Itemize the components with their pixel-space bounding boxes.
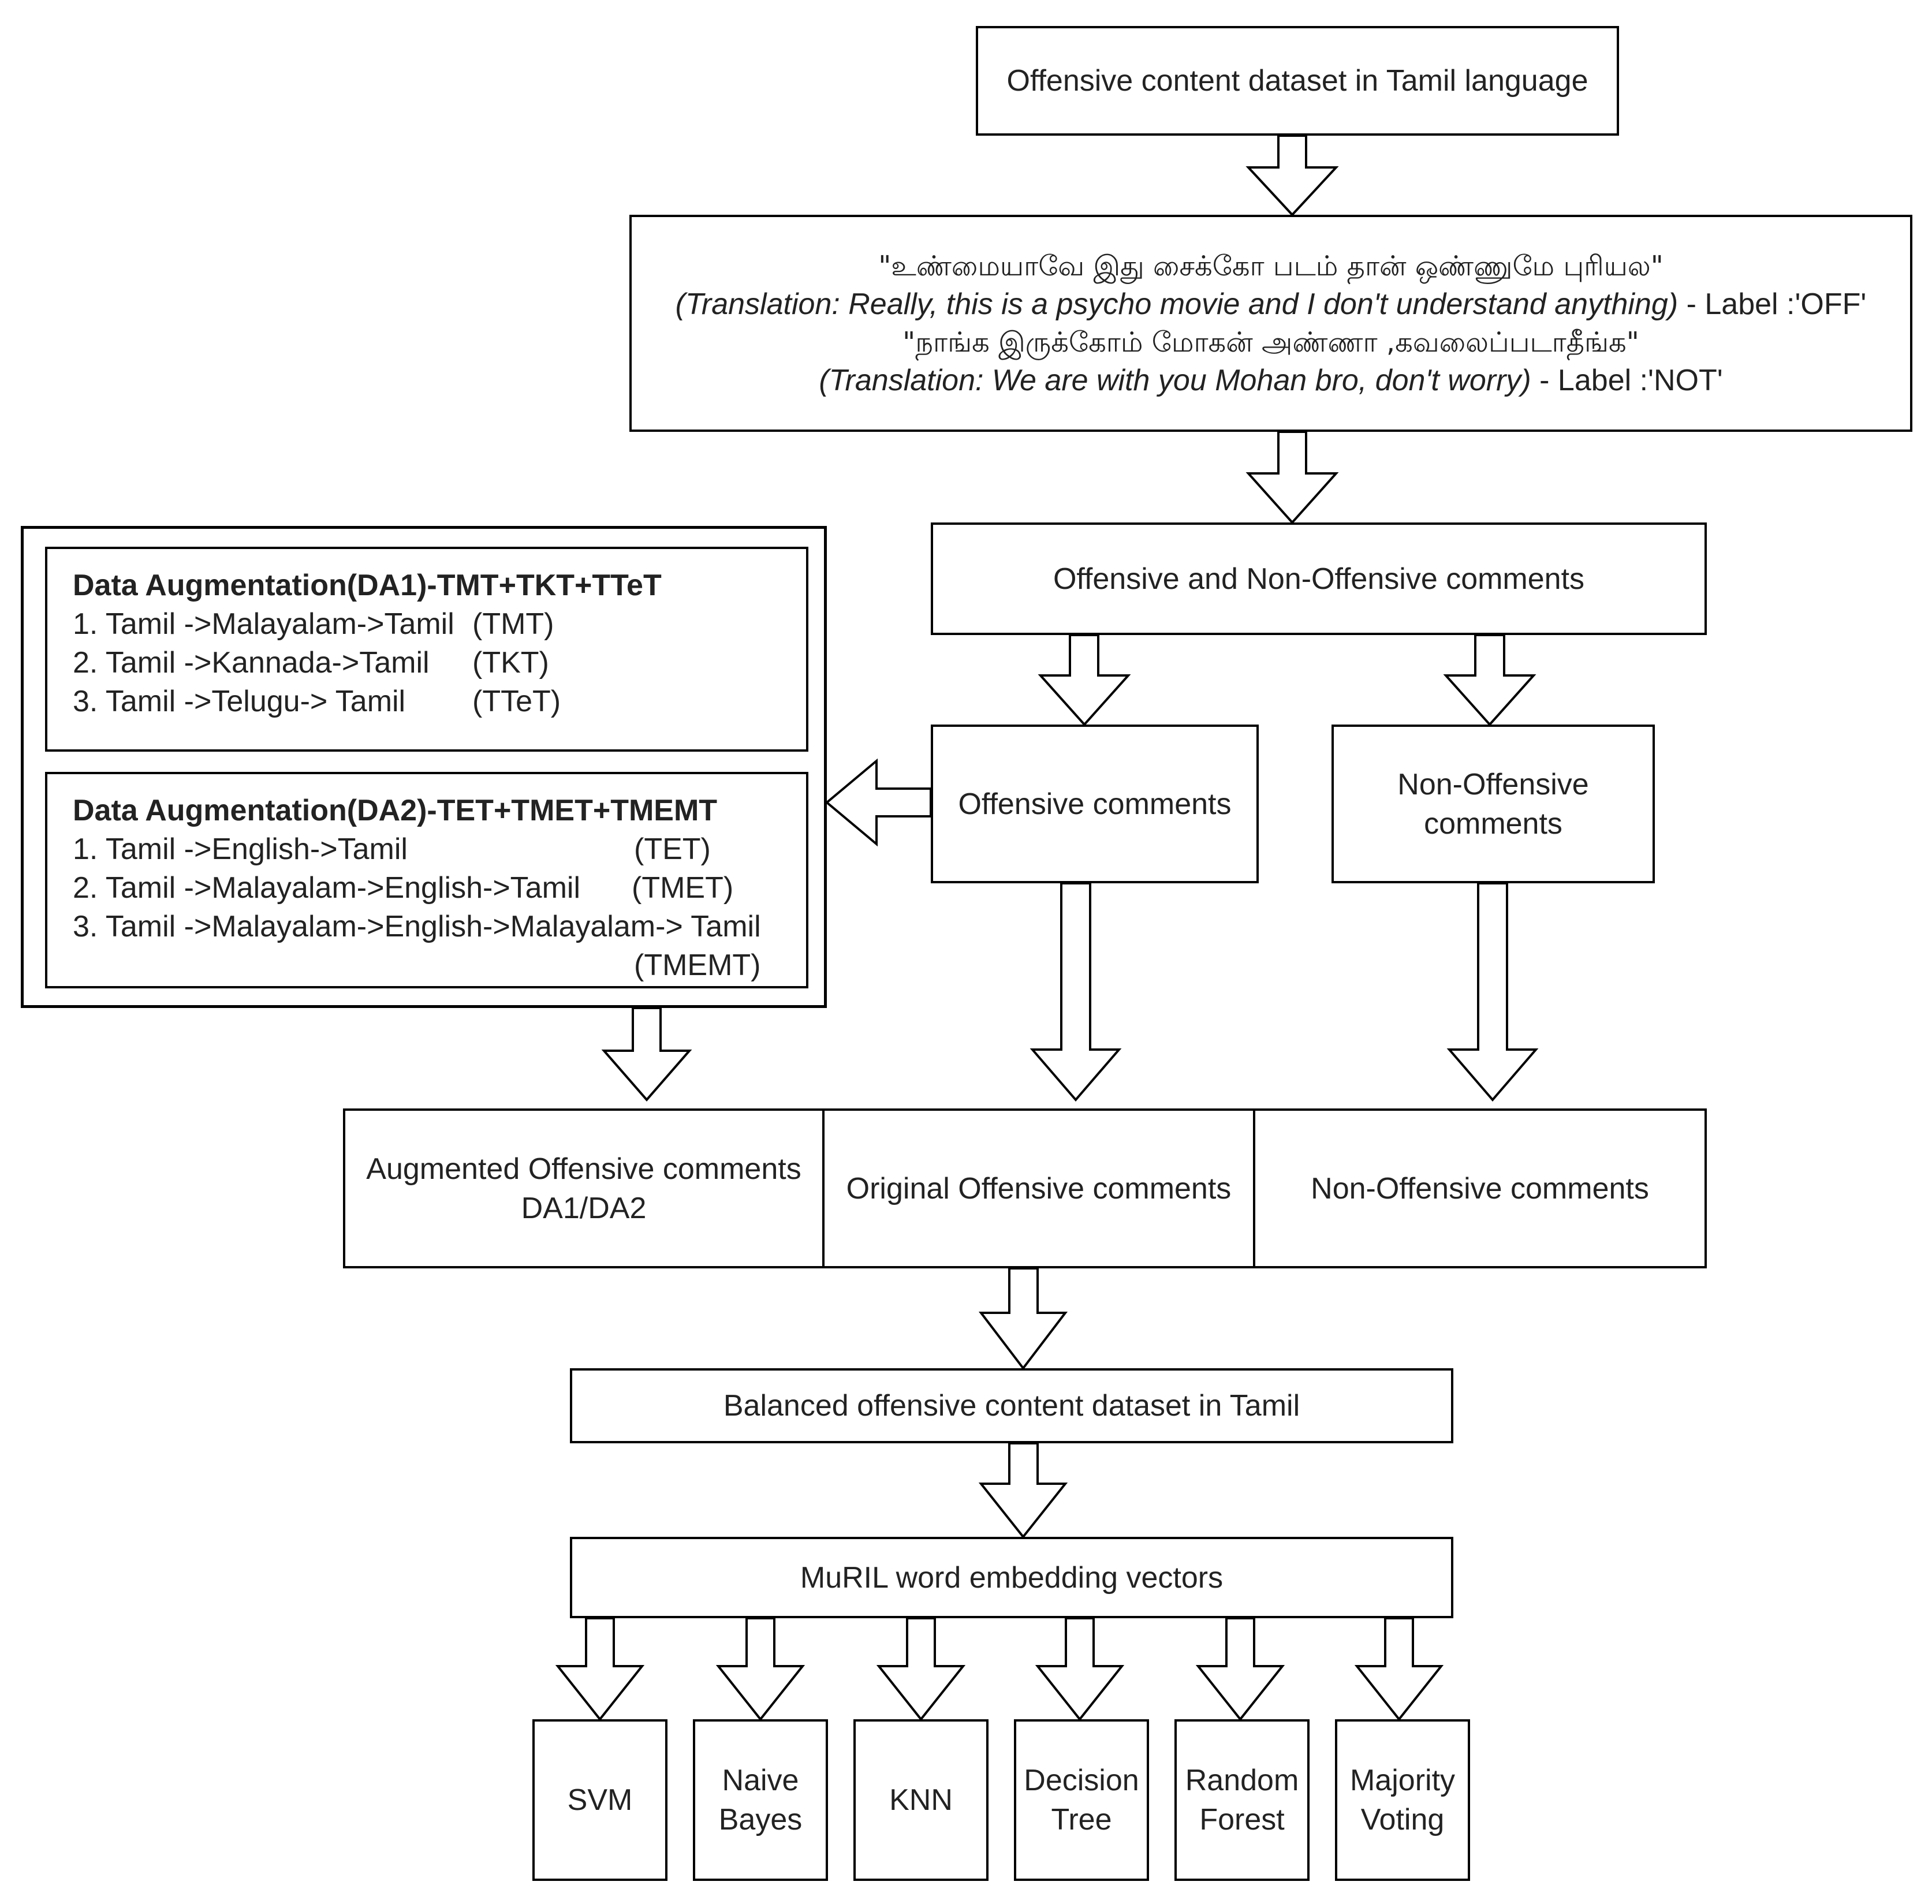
- split-box-label: Offensive and Non-Offensive comments: [1053, 562, 1585, 596]
- da2-item-2: 2. Tamil ->Malayalam->English->Tamil (TME…: [73, 869, 806, 908]
- classifier-svm-label: SVM: [567, 1783, 633, 1817]
- da1-item-1-code: (TMT): [472, 607, 554, 641]
- offensive-and-non-offensive-box: Offensive and Non-Offensive comments: [931, 522, 1707, 635]
- da1-item-2-code: (TKT): [472, 646, 549, 680]
- classifier-decision-tree-line-2: Tree: [1051, 1803, 1112, 1836]
- arrow-offensive-to-augmentation: [825, 758, 932, 847]
- arrow-muril-to-majority-voting: [1354, 1617, 1444, 1722]
- muril-embedding-label: MuRIL word embedding vectors: [800, 1560, 1224, 1595]
- da1-heading: Data Augmentation(DA1)-TMT+TKT+TTeT: [73, 569, 662, 602]
- classifier-decision-tree: Decision Tree: [1014, 1719, 1149, 1881]
- example-1-label: - Label :'OFF': [1678, 288, 1867, 321]
- da2-item-4: (TMEMT): [73, 946, 806, 985]
- non-offensive-label-line-1: Non-Offensive: [1397, 767, 1589, 801]
- da2-heading: Data Augmentation(DA2)-TET+TMET+TMEMT: [73, 794, 718, 827]
- arrow-muril-to-knn: [876, 1617, 966, 1722]
- classifier-naive-bayes: Naive Bayes: [693, 1719, 828, 1881]
- example-2-line: (Translation: We are with you Mohan bro,…: [819, 361, 1722, 400]
- example-2-translation: (Translation: We are with you Mohan bro,…: [819, 364, 1531, 397]
- dataset-title-label: Offensive content dataset in Tamil langu…: [1006, 64, 1588, 98]
- classifier-random-forest-line-1: Random: [1185, 1764, 1299, 1797]
- da1-item-3-text: 3. Tamil ->Telugu-> Tamil: [73, 685, 406, 718]
- offensive-comments-box: Offensive comments: [931, 725, 1259, 883]
- combined-non-offensive-label: Non-Offensive comments: [1311, 1171, 1649, 1205]
- combined-non-offensive-cell: Non-Offensive comments: [1255, 1111, 1705, 1266]
- original-offensive-cell: Original Offensive comments: [825, 1111, 1255, 1266]
- classifier-random-forest-line-2: Forest: [1199, 1803, 1285, 1836]
- dataset-title-box: Offensive content dataset in Tamil langu…: [976, 26, 1619, 136]
- augmented-offensive-cell: Augmented Offensive comments DA1/DA2: [345, 1111, 825, 1266]
- arrow-muril-to-naive-bayes: [715, 1617, 805, 1722]
- da1-item-2: 2. Tamil ->Kannada->Tamil (TKT): [73, 644, 806, 682]
- da1-item-1-text: 1. Tamil ->Malayalam->Tamil: [73, 607, 454, 641]
- classifier-majority-voting-line-1: Majority: [1349, 1764, 1456, 1797]
- da2-item-1-text: 1. Tamil ->English->Tamil: [73, 832, 408, 866]
- arrow-combined-to-balanced: [978, 1267, 1068, 1371]
- arrow-examples-to-split: [1245, 431, 1339, 525]
- classifier-random-forest: Random Forest: [1174, 1719, 1310, 1881]
- arrow-balanced-to-muril: [978, 1442, 1068, 1539]
- example-1-line: (Translation: Really, this is a psycho m…: [676, 285, 1867, 323]
- arrow-split-to-non-offensive: [1443, 634, 1536, 727]
- example-1-translation: (Translation: Really, this is a psycho m…: [675, 288, 1679, 321]
- example-2-label: - Label :'NOT': [1531, 364, 1723, 397]
- balanced-dataset-box: Balanced offensive content dataset in Ta…: [570, 1368, 1453, 1443]
- arrow-augmentation-to-combined: [601, 1007, 692, 1102]
- arrow-title-to-examples: [1245, 135, 1339, 216]
- muril-embedding-box: MuRIL word embedding vectors: [570, 1537, 1453, 1618]
- da1-item-1: 1. Tamil ->Malayalam->Tamil (TMT): [73, 605, 806, 644]
- examples-box: "உண்மையாவே இது சைக்கோ படம் தான் ஒண்ணுமே …: [629, 215, 1912, 432]
- example-2-tamil: "நாங்க இருக்கோம் மோகன் அண்ணா ,கவலைப்படாத…: [902, 326, 1639, 359]
- combined-dataset-box: [343, 1108, 1707, 1268]
- arrow-muril-to-svm: [555, 1617, 645, 1722]
- non-offensive-label-line-2: comments: [1424, 807, 1562, 841]
- arrow-offensive-to-combined: [1030, 882, 1122, 1102]
- classifier-knn-label: KNN: [889, 1783, 953, 1817]
- classifier-decision-tree-line-1: Decision: [1024, 1764, 1139, 1797]
- da2-item-4-code: (TMEMT): [634, 949, 761, 982]
- augmented-offensive-line-1: Augmented Offensive comments: [366, 1152, 801, 1186]
- classifier-svm: SVM: [532, 1719, 667, 1881]
- augmented-offensive-line-2: DA1/DA2: [521, 1191, 647, 1225]
- da2-item-3: 3. Tamil ->Malayalam->English->Malayalam…: [73, 908, 806, 946]
- da1-item-2-text: 2. Tamil ->Kannada->Tamil: [73, 646, 430, 680]
- balanced-dataset-label: Balanced offensive content dataset in Ta…: [723, 1389, 1300, 1423]
- da1-item-3-code: (TTeT): [472, 685, 561, 718]
- classifier-majority-voting-line-2: Voting: [1360, 1803, 1445, 1836]
- da2-item-1: 1. Tamil ->English->Tamil (TET): [73, 830, 806, 869]
- arrow-non-offensive-to-combined: [1446, 882, 1539, 1102]
- da1-item-3: 3. Tamil ->Telugu-> Tamil (TTeT): [73, 682, 806, 721]
- original-offensive-label: Original Offensive comments: [846, 1171, 1232, 1205]
- augmentation-container: [21, 526, 827, 1008]
- arrow-muril-to-decision-tree: [1035, 1617, 1125, 1722]
- da2-item-2-text: 2. Tamil ->Malayalam->English->Tamil: [73, 871, 581, 905]
- da1-box: Data Augmentation(DA1)-TMT+TKT+TTeT 1. T…: [45, 547, 808, 752]
- arrow-split-to-offensive: [1038, 634, 1131, 727]
- classifier-naive-bayes-line-2: Bayes: [718, 1803, 803, 1836]
- arrow-muril-to-random-forest: [1195, 1617, 1285, 1722]
- classifier-knn: KNN: [853, 1719, 989, 1881]
- da2-box: Data Augmentation(DA2)-TET+TMET+TMEMT 1.…: [45, 772, 808, 988]
- classifier-naive-bayes-line-1: Naive: [722, 1764, 799, 1797]
- non-offensive-comments-box: Non-Offensive comments: [1331, 725, 1655, 883]
- offensive-comments-label: Offensive comments: [958, 787, 1232, 821]
- da2-item-2-code: (TMET): [632, 871, 734, 905]
- da2-item-3-text: 3. Tamil ->Malayalam->English->Malayalam…: [73, 910, 761, 943]
- classifier-majority-voting: Majority Voting: [1335, 1719, 1470, 1881]
- example-1-tamil: "உண்மையாவே இது சைக்கோ படம் தான் ஒண்ணுமே …: [878, 250, 1664, 282]
- da2-item-1-code: (TET): [634, 832, 711, 866]
